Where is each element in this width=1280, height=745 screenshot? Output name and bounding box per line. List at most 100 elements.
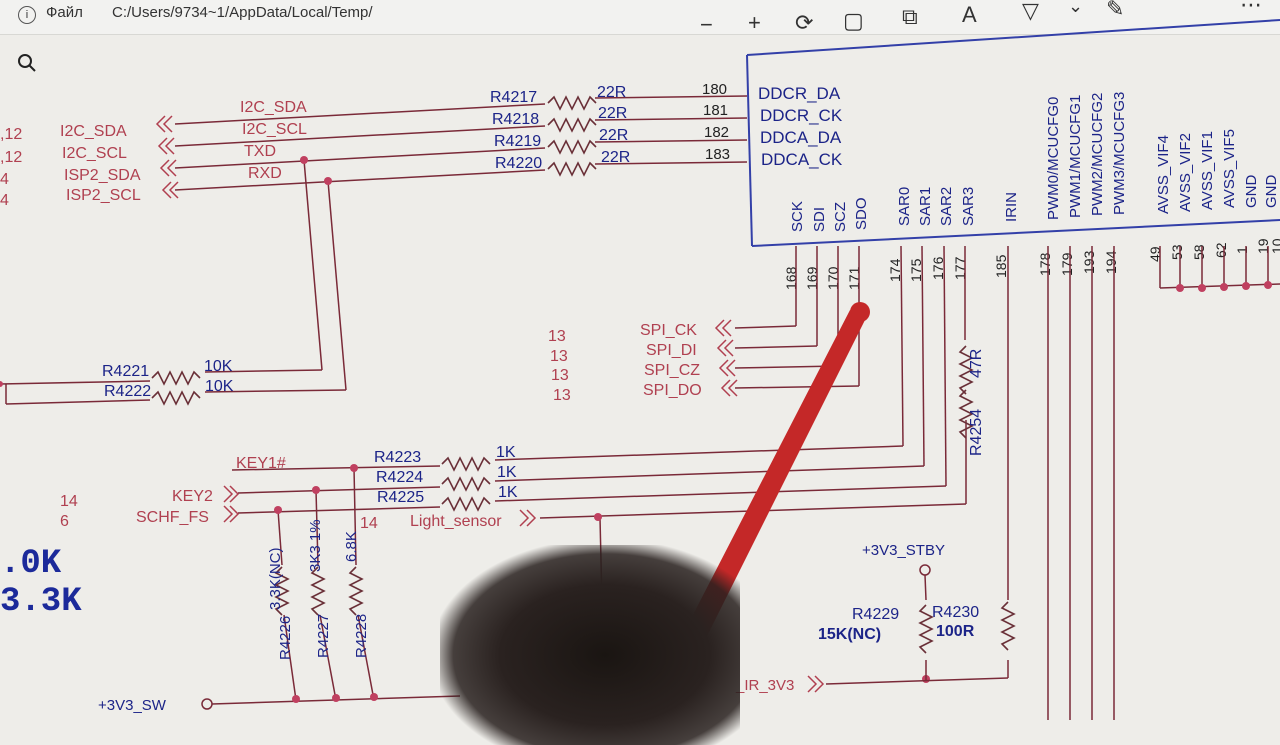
wire-labels: I2C_SDA I2C_SCL TXD RXD [240, 99, 307, 182]
spi-wires [734, 246, 860, 389]
draw-icon[interactable]: ✎ [1106, 0, 1125, 21]
pin-gnd-1: GND [1243, 175, 1260, 209]
pin-num-169: 169 [804, 266, 820, 290]
pin-num-176: 176 [930, 256, 946, 280]
pin-num-49: 49 [1147, 246, 1163, 262]
pin-ddca-da: DDCA_DA [760, 128, 842, 147]
spi-di-label: SPI_DI [646, 342, 697, 359]
title-bar: i Файл C:/Users/9734~1/AppData/Local/Tem… [0, 0, 1280, 35]
chevron-down-icon[interactable]: ⌄ [1068, 0, 1084, 16]
file-menu[interactable]: Файл [46, 4, 83, 21]
ic-pin-numbers-bottom: 168 169 170 171 174 175 176 177 185 178 … [783, 238, 1280, 290]
fit-page-icon[interactable]: ▢ [843, 8, 864, 33]
r4254-value: 47R [968, 349, 985, 378]
r4218-ref: R4218 [492, 111, 539, 128]
mid-wires [0, 369, 347, 405]
search-bar[interactable] [0, 40, 740, 80]
pin-sar0: SAR0 [896, 187, 913, 226]
text-size-icon[interactable]: A [962, 2, 977, 27]
spi-chevrons [714, 319, 738, 397]
spi-num-3: 13 [551, 367, 569, 384]
net-i2c-sda: I2C_SDA [60, 123, 127, 140]
top-resistor-zigzags [547, 96, 597, 176]
hand-occlusion [440, 545, 740, 745]
wire-rxd: RXD [248, 165, 282, 182]
pin-num-10: 10 [1269, 238, 1280, 254]
ic-pin-numbers-right: 180 181 182 183 [702, 81, 730, 163]
pin-avss-vif2: AVSS_VIF2 [1177, 133, 1194, 212]
ic-pin-names-right: DDCR_DA DDCR_CK DDCA_DA DDCA_CK [758, 84, 843, 169]
r4229-value: 15K(NC) [818, 626, 881, 643]
spi-num-2: 13 [550, 348, 568, 365]
r4254-ref: R4254 [968, 409, 985, 456]
pin-pwm3: PWM3/MCUCFG3 [1111, 92, 1128, 215]
left-num-1: ,12 [0, 126, 22, 143]
pin-ddcr-ck: DDCR_CK [760, 106, 843, 125]
pin-sar2: SAR2 [938, 187, 955, 226]
highlight-icon[interactable]: ▽ [1022, 0, 1039, 23]
r4229-ref: R4229 [852, 606, 899, 623]
left-net-labels: ,12 ,12 4 4 I2C_SDA I2C_SCL ISP2_SDA ISP… [0, 123, 141, 209]
pin-num-62: 62 [1213, 242, 1229, 258]
pin-num-170: 170 [825, 266, 841, 290]
r4222-ref: R4222 [104, 383, 151, 400]
pin-num-177: 177 [952, 256, 968, 280]
pin-sdo: SDO [853, 197, 870, 230]
pin-num-175: 175 [908, 258, 924, 282]
pin-sar3: SAR3 [960, 187, 977, 226]
r4227-ref: R4227 [315, 614, 332, 658]
r4220-value: 22R [601, 149, 630, 166]
spi-num-4: 13 [553, 387, 571, 404]
junction-dots-mid [0, 281, 1272, 703]
rotate-icon[interactable]: ⟳ [795, 10, 814, 35]
r4217-ref: R4217 [490, 89, 537, 106]
r4226-ref: R4226 [277, 616, 294, 660]
net-isp2-sda: ISP2_SDA [64, 167, 141, 184]
pin-num-182: 182 [704, 124, 729, 141]
r4224-ref: R4224 [376, 469, 423, 486]
search-icon[interactable] [16, 52, 40, 76]
pin-avss-vif4: AVSS_VIF4 [1155, 135, 1172, 214]
pin-sar1: SAR1 [917, 187, 934, 226]
more-icon[interactable]: ⋯ [1240, 0, 1262, 17]
pin-num-193: 193 [1081, 250, 1097, 274]
key-zigzags [441, 345, 973, 511]
r4225-ref: R4225 [377, 489, 424, 506]
pin-num-174: 174 [887, 258, 903, 282]
handwritten-note-1: .0K [0, 545, 62, 583]
pin-num-178: 178 [1037, 252, 1053, 276]
r4228-ref: R4228 [353, 614, 370, 658]
info-icon[interactable]: i [18, 6, 36, 24]
top-resistor-labels: R4217 22R R4218 22R R4219 22R R4220 22R [490, 84, 630, 172]
r4224-value: 1K [497, 464, 517, 481]
pin-num-194: 194 [1103, 250, 1119, 274]
left-num-2: ,12 [0, 149, 22, 166]
r4225-value: 1K [498, 484, 518, 501]
pin-pwm2: PWM2/MCUCFG2 [1089, 93, 1106, 216]
r4221-ref: R4221 [102, 363, 149, 380]
key-num-14: 14 [60, 493, 78, 510]
left-net-chevrons [155, 115, 179, 199]
zoom-out-button[interactable]: − [700, 12, 713, 37]
spi-labels: 13 13 13 13 SPI_CK SPI_DI SPI_CZ SPI_DO [548, 322, 702, 404]
pin-num-181: 181 [703, 102, 728, 119]
r4221-value: 10K [204, 358, 233, 375]
pulldown-labels: R4226 3.3K(NC) R4227 3K3 1% R4228 6.8K [267, 519, 370, 660]
light-num-14: 14 [360, 515, 378, 532]
r4222-value: 10K [205, 378, 234, 395]
key-resistor-labels: R4223 1K R4224 1K R4225 1K R4254 47R [374, 349, 985, 506]
ir-net-label: _IR_3V3 [735, 677, 794, 694]
page-view-icon[interactable]: ⧉ [902, 4, 918, 29]
schf-fs-label: SCHF_FS [136, 509, 209, 526]
key-wires [231, 245, 1280, 720]
key-net-labels: KEY1# KEY2 SCHF_FS 14 6 14 Light_sensor [60, 455, 502, 532]
zoom-in-button[interactable]: + [748, 10, 761, 35]
pin-scz: SCZ [832, 202, 849, 232]
r4226-value: 3.3K(NC) [267, 547, 284, 610]
wire-txd: TXD [244, 143, 276, 160]
net-i2c-scl: I2C_SCL [62, 145, 127, 162]
pin-num-185: 185 [993, 254, 1009, 278]
r4223-ref: R4223 [374, 449, 421, 466]
spi-cz-label: SPI_CZ [644, 362, 700, 379]
pulldown-zigzags [275, 566, 363, 616]
